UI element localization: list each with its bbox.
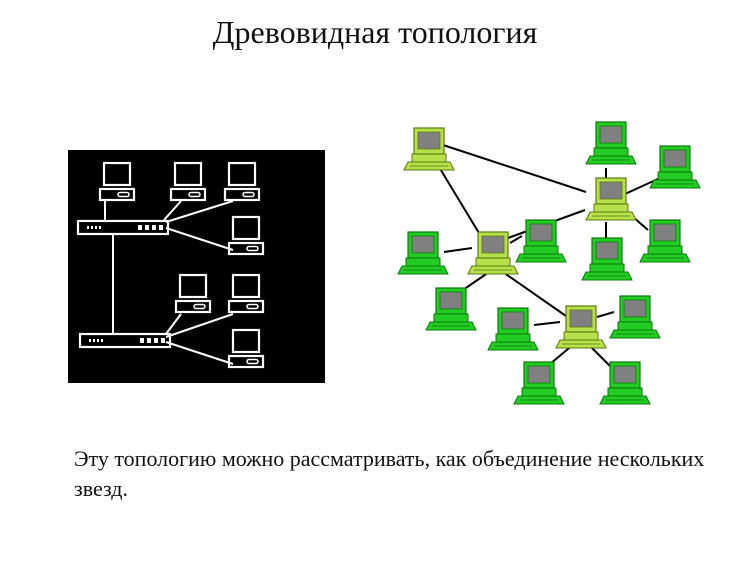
network-svg xyxy=(397,121,701,405)
computer-icon xyxy=(169,161,207,202)
computer-icon xyxy=(639,219,691,263)
hub-computer-icon xyxy=(555,305,607,349)
computer-network-diagram xyxy=(380,112,710,417)
computer-icon xyxy=(585,121,637,165)
computer-icon xyxy=(425,287,477,331)
computer-icon xyxy=(515,219,567,263)
hub-computer-icon xyxy=(403,127,455,171)
computer-icon xyxy=(227,328,265,369)
computer-icon xyxy=(581,237,633,281)
hub-tree-svg xyxy=(76,161,265,369)
computer-icon xyxy=(487,307,539,351)
hub-computer-icon xyxy=(467,231,519,275)
computer-icon xyxy=(227,215,265,256)
slide-caption: Эту топологию можно рассматривать, как о… xyxy=(74,446,705,501)
mono-links xyxy=(104,200,234,365)
computer-icon xyxy=(397,231,449,275)
hub-tree-diagram xyxy=(68,150,325,383)
slide-title: Древовидная топология xyxy=(212,14,538,50)
computer-icon xyxy=(98,161,136,202)
computer-icon xyxy=(223,161,261,202)
computer-icon xyxy=(609,295,661,339)
computer-icon xyxy=(599,361,651,405)
computer-icon xyxy=(227,273,265,314)
computer-icon xyxy=(649,145,701,189)
computer-icon xyxy=(174,273,212,314)
hub-2 xyxy=(78,332,172,349)
hub-computer-icon xyxy=(585,177,637,221)
computer-icon xyxy=(513,361,565,405)
hub-1 xyxy=(76,219,170,236)
